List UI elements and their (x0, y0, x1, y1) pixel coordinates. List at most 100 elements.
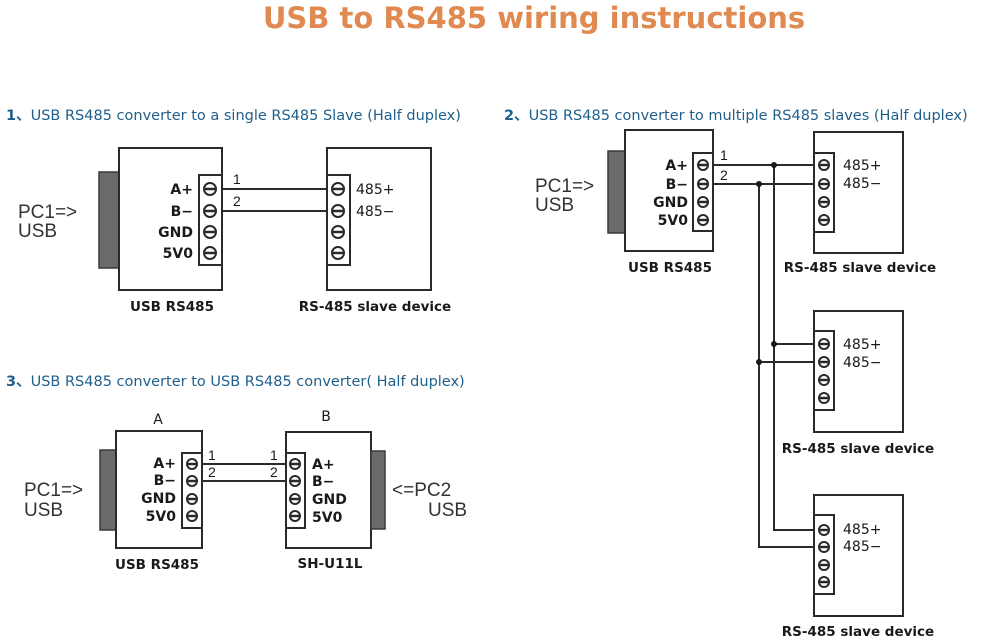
screw-terminal-icon (289, 510, 301, 522)
screw-terminal-icon (818, 356, 830, 368)
slave-device-3: 485+ 485− RS-485 slave device (782, 494, 934, 640)
screw-terminal-icon (203, 246, 217, 260)
terminal-block (692, 152, 714, 232)
pin-a-plus: A+ (153, 456, 176, 472)
screw-terminal-icon (331, 225, 345, 239)
screw-terminal-icon (818, 196, 830, 208)
pc1-usb-label: USB (535, 195, 574, 216)
wire-label-2-b: 2 (270, 464, 278, 480)
pin-a-plus: A+ (170, 182, 193, 198)
screw-terminal-icon (818, 392, 830, 404)
section-2-diagram: PC1=> USB A+ B− GND 5V0 USB RS485 1 2 (535, 129, 936, 640)
bus-drop-b (758, 184, 814, 548)
converter-name: USB RS485 (130, 299, 214, 315)
screw-terminal-icon (818, 374, 830, 386)
bus-drop-a (773, 165, 814, 531)
screw-terminal-icon (186, 475, 198, 487)
device-a-name: USB RS485 (115, 557, 199, 573)
screw-terminal-icon (818, 338, 830, 350)
wire-label-1-b: 1 (270, 447, 278, 463)
pin-gnd: GND (312, 492, 347, 508)
screw-terminal-icon (818, 559, 830, 571)
usb-plug-icon (607, 150, 626, 234)
wire-label-2: 2 (720, 167, 728, 183)
usb-plug-icon (98, 171, 120, 269)
terminal-block (326, 174, 351, 266)
pin-5v0: 5V0 (163, 246, 194, 262)
pin-gnd: GND (653, 195, 688, 211)
pc1-label: PC1=> (535, 176, 594, 197)
screw-terminal-icon (186, 510, 198, 522)
section-text: USB RS485 converter to multiple RS485 sl… (529, 108, 968, 124)
section-3-diagram: PC1=> USB A A+ B− GND 5V0 USB RS485 1 2 … (24, 409, 467, 573)
screw-terminal-icon (697, 178, 709, 190)
section-text: USB RS485 converter to USB RS485 convert… (31, 374, 465, 390)
screw-terminal-icon (186, 493, 198, 505)
device-b-header: B (321, 409, 331, 425)
section-1-heading: 1、USB RS485 converter to a single RS485 … (6, 108, 461, 124)
converter-name: USB RS485 (628, 260, 712, 276)
screw-terminal-icon (818, 576, 830, 588)
terminal-block (285, 452, 306, 529)
page-title: USB to RS485 wiring instructions (263, 1, 805, 35)
pin-b-minus: B− (154, 473, 176, 489)
screw-terminal-icon (818, 178, 830, 190)
wire-junction-dot (771, 341, 777, 347)
pin-5v0: 5V0 (146, 509, 177, 525)
screw-terminal-icon (697, 214, 709, 226)
screw-terminal-icon (289, 475, 301, 487)
pc2-label: <=PC2 (392, 480, 451, 501)
slave-name: RS-485 slave device (782, 441, 934, 457)
terminal-block (198, 174, 223, 266)
section-1-diagram: PC1=> USB A+ B− GND 5V0 USB RS485 1 2 48… (18, 147, 451, 315)
wire-label-1: 1 (720, 147, 728, 163)
pin-a-plus: A+ (665, 158, 688, 174)
slave-name: RS-485 slave device (782, 624, 934, 640)
screw-terminal-icon (331, 204, 345, 218)
pin-485-minus: 485− (356, 204, 394, 220)
section-3-heading: 3、USB RS485 converter to USB RS485 conve… (6, 374, 465, 390)
screw-terminal-icon (697, 159, 709, 171)
screw-terminal-icon (818, 524, 830, 536)
screw-terminal-icon (818, 541, 830, 553)
pin-485-plus: 485+ (356, 182, 394, 198)
screw-terminal-icon (331, 182, 345, 196)
pc1-usb-label: USB (24, 500, 63, 521)
pin-485-minus: 485− (843, 539, 881, 555)
pin-gnd: GND (141, 491, 176, 507)
pin-485-plus: 485+ (843, 522, 881, 538)
svg-text:3、USB RS485 converter to USB R: 3、USB RS485 converter to USB RS485 conve… (6, 374, 465, 390)
pin-b-minus: B− (171, 204, 193, 220)
screw-terminal-icon (203, 204, 217, 218)
screw-terminal-icon (697, 196, 709, 208)
slave-device-1: 485+ 485− RS-485 slave device (784, 131, 936, 276)
pin-485-minus: 485− (843, 355, 881, 371)
pin-5v0: 5V0 (658, 213, 689, 229)
usb-plug-icon (370, 450, 386, 530)
pin-5v0: 5V0 (312, 510, 343, 526)
pc1-label: PC1=> (18, 202, 77, 223)
pin-485-minus: 485− (843, 176, 881, 192)
wire-label-2: 2 (233, 193, 241, 209)
section-number: 3、 (6, 374, 31, 390)
pin-485-plus: 485+ (843, 158, 881, 174)
section-number: 2、 (504, 108, 529, 124)
section-text: USB RS485 converter to a single RS485 Sl… (31, 108, 461, 124)
slave-device-2: 485+ 485− RS-485 slave device (782, 310, 934, 457)
wire-label-1: 1 (233, 171, 241, 187)
svg-text:2、USB RS485 converter to multi: 2、USB RS485 converter to multiple RS485 … (504, 108, 968, 124)
wire-junction-dot (756, 359, 762, 365)
device-b-name: SH-U11L (298, 556, 363, 572)
device-a-header: A (153, 412, 163, 428)
pc1-label: PC1=> (24, 480, 83, 501)
section-2-heading: 2、USB RS485 converter to multiple RS485 … (504, 108, 968, 124)
screw-terminal-icon (203, 225, 217, 239)
terminal-block (813, 514, 835, 595)
pc1-usb-label: USB (18, 221, 57, 242)
pin-b-minus: B− (312, 474, 334, 490)
pin-a-plus: A+ (312, 457, 335, 473)
screw-terminal-icon (289, 493, 301, 505)
screw-terminal-icon (186, 458, 198, 470)
pc2-usb-label: USB (428, 500, 467, 521)
